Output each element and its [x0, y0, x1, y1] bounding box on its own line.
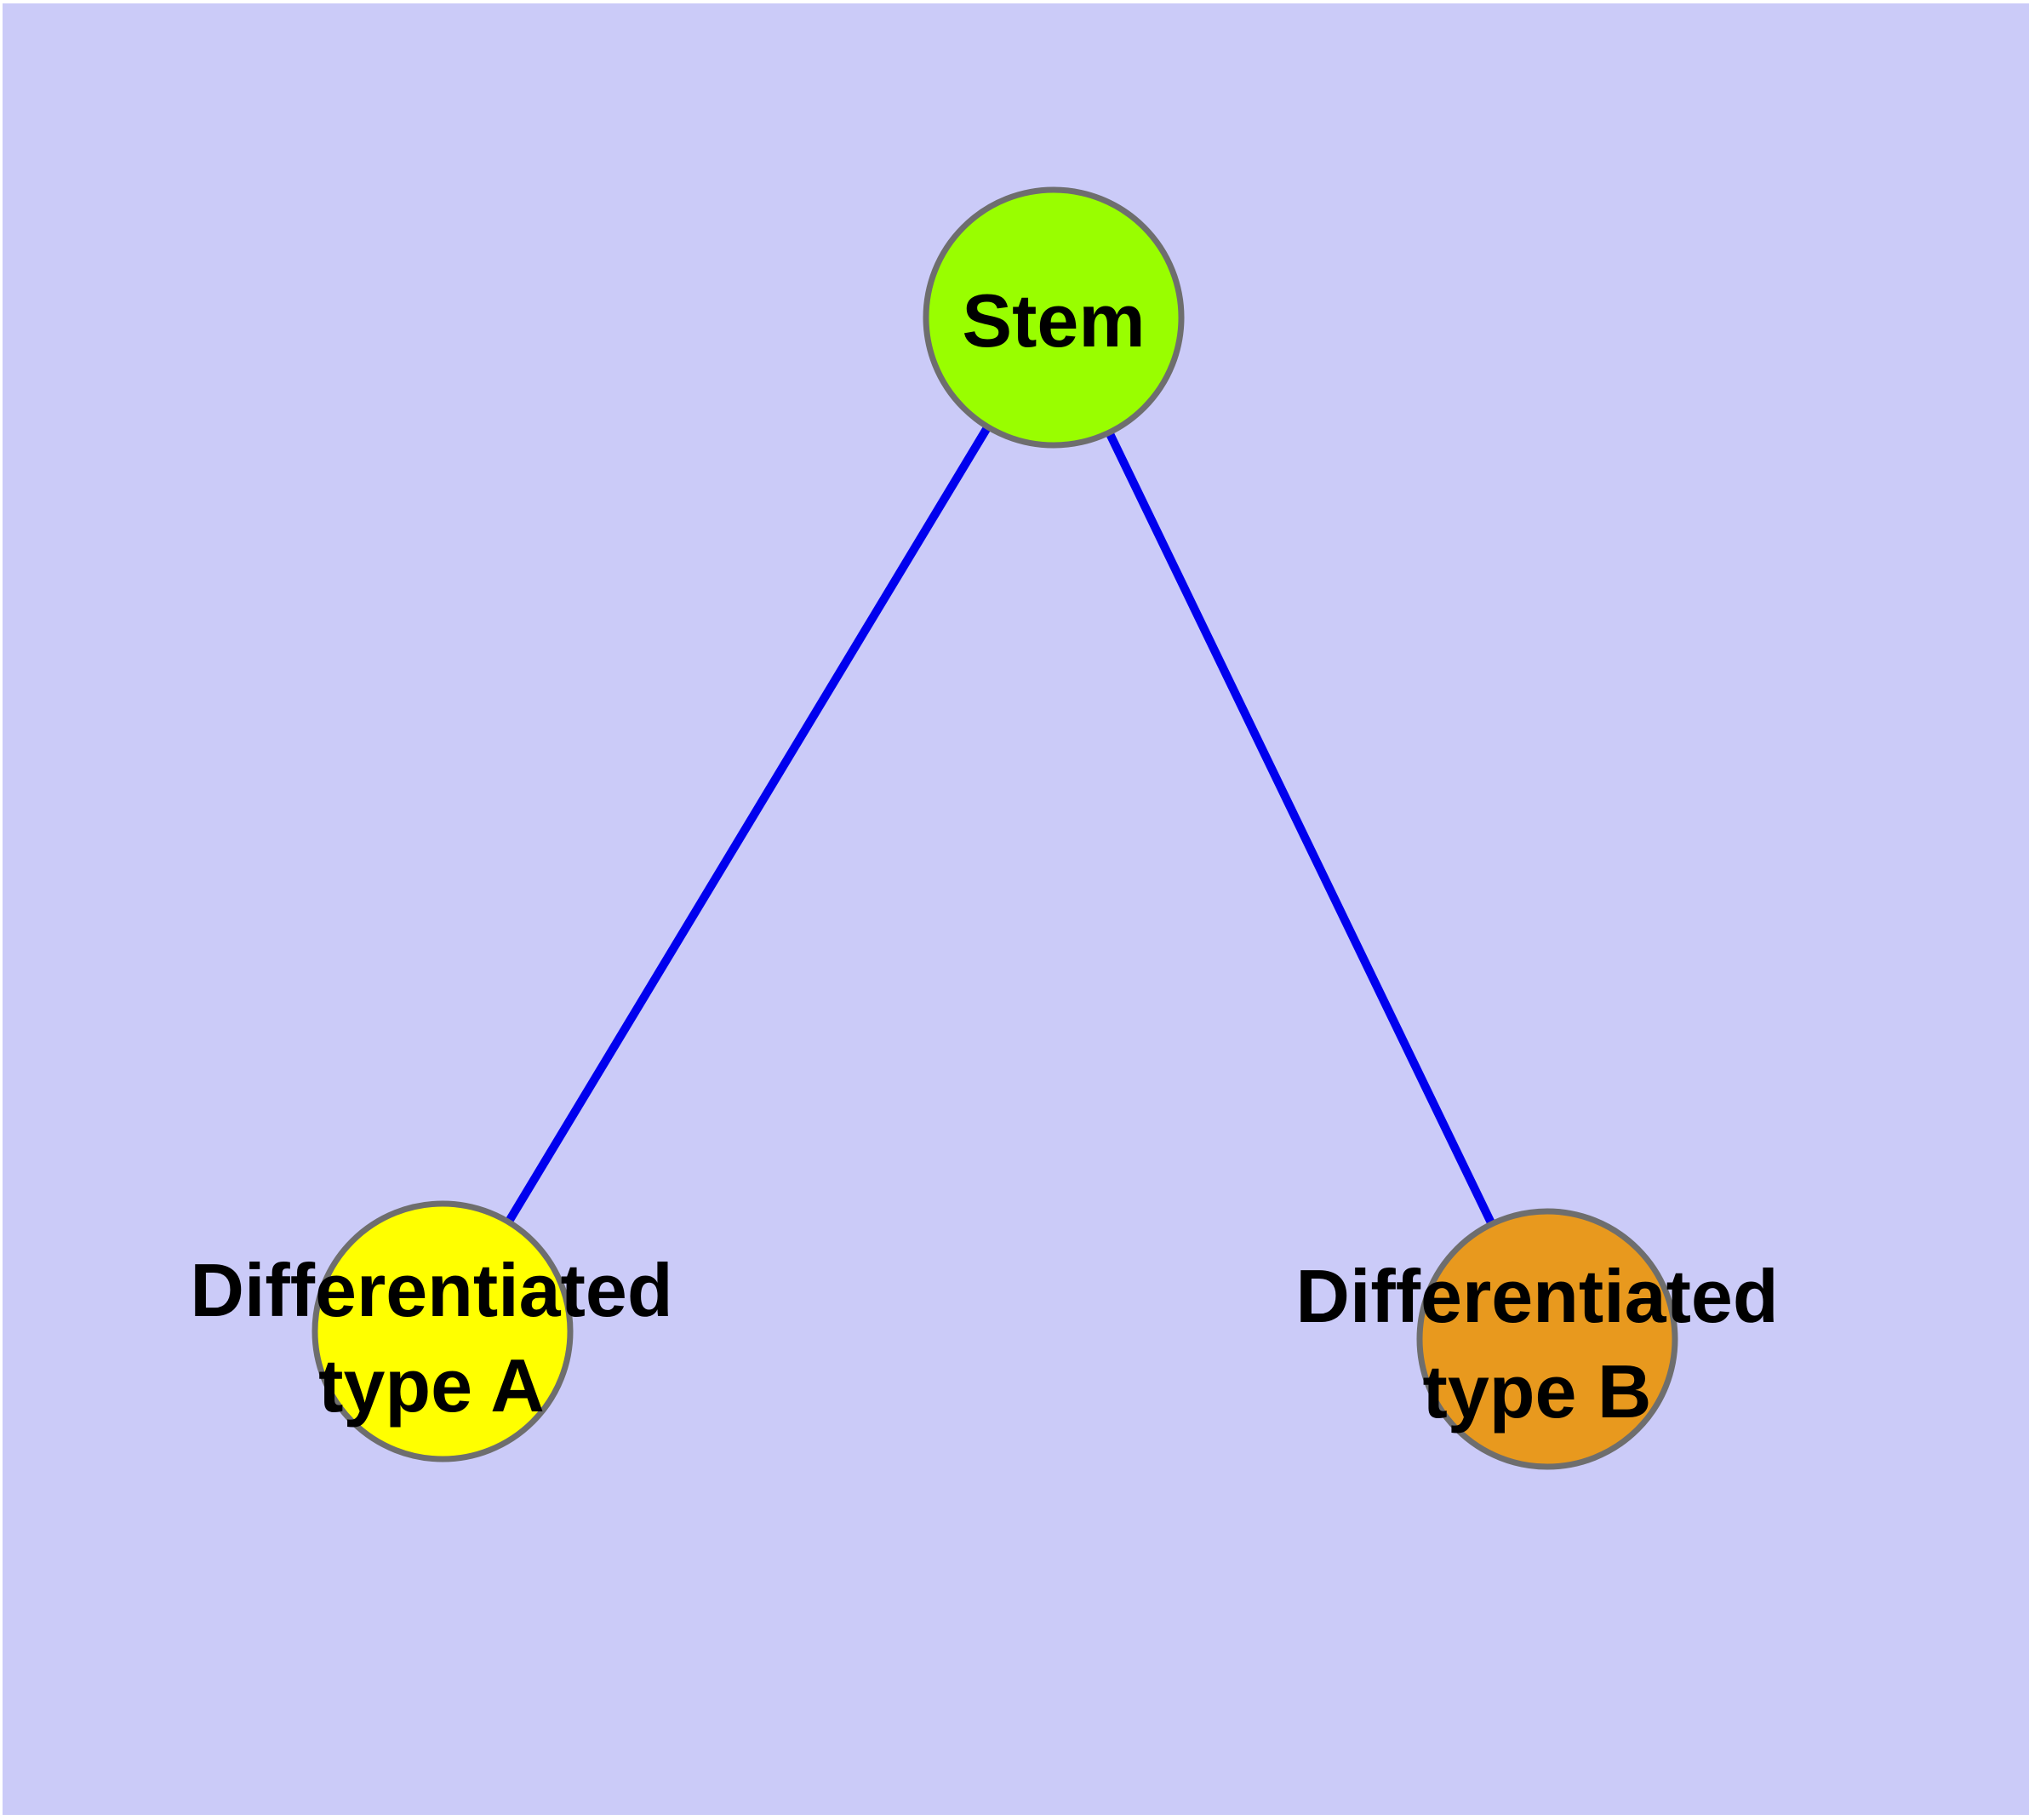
node-stem	[923, 186, 1185, 449]
node-type-b-label-line2: type B	[1423, 1349, 1652, 1434]
node-type-b-label-line1: Differentiated	[1295, 1254, 1778, 1338]
node-differentiated-type-a	[311, 1200, 574, 1462]
node-type-a-label-line1: Differentiated	[190, 1248, 672, 1332]
edge-stem-to-type-b	[1049, 315, 1552, 1342]
edge-stem-to-type-a	[438, 315, 1058, 1334]
node-type-a-label-line2: type A	[318, 1343, 545, 1428]
node-stem-label: Stem	[962, 278, 1145, 363]
node-differentiated-type-b	[1416, 1208, 1678, 1470]
